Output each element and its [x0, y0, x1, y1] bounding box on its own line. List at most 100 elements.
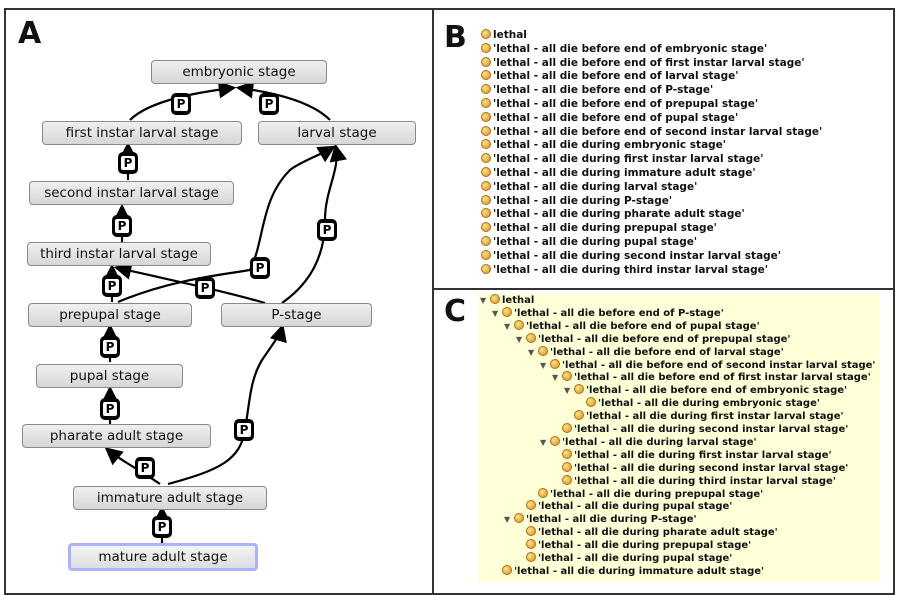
p-edge-badge: P: [135, 457, 155, 479]
panel-label-a: A: [18, 16, 42, 51]
tree-node-label: 'lethal - all die during second instar l…: [574, 424, 849, 435]
class-list-item[interactable]: 'lethal - all die before end of P-stage': [481, 83, 713, 97]
class-list-item[interactable]: 'lethal - all die during embryonic stage…: [481, 138, 726, 152]
tree-node-label: lethal: [502, 295, 535, 306]
tree-node[interactable]: 'lethal - all die during pharate adult s…: [516, 526, 778, 540]
class-list-item[interactable]: 'lethal - all die before end of embryoni…: [481, 42, 767, 56]
class-icon: [502, 564, 512, 575]
class-icon: [481, 167, 491, 177]
tree-node[interactable]: ▼'lethal - all die before end of first i…: [552, 371, 871, 385]
p-edge-badge: P: [152, 516, 172, 538]
class-list-item[interactable]: 'lethal - all die during first instar la…: [481, 152, 763, 166]
class-list-item[interactable]: 'lethal - all die before end of prepupal…: [481, 97, 758, 111]
expand-toggle-icon[interactable]: ▼: [480, 296, 487, 305]
expand-toggle-icon[interactable]: ▼: [504, 321, 511, 331]
tree-node[interactable]: 'lethal - all die during first instar la…: [552, 448, 832, 463]
class-list-item[interactable]: 'lethal - all die during pupal stage': [481, 235, 697, 249]
node-prepupal-stage[interactable]: prepupal stage: [28, 303, 192, 327]
class-icon: [481, 194, 491, 205]
tree-node[interactable]: ▼'lethal - all die before end of second …: [540, 358, 876, 373]
tree-node-label: 'lethal - all die during pharate adult s…: [538, 527, 778, 539]
p-edge-badge: P: [250, 257, 270, 279]
class-list-item[interactable]: 'lethal - all die during pharate adult s…: [481, 207, 745, 221]
tree-node[interactable]: 'lethal - all die during prepupal stage': [528, 487, 763, 502]
class-label: 'lethal - all die during larval stage': [493, 180, 698, 193]
tree-node[interactable]: ▼'lethal - all die before end of pupal s…: [504, 319, 760, 334]
class-label: 'lethal - all die during immature adult …: [493, 167, 756, 179]
class-icon: [481, 56, 491, 67]
class-icon: [550, 435, 560, 446]
tree-node[interactable]: ▼'lethal - all die during P-stage': [504, 513, 697, 527]
class-label: 'lethal - all die during second instar l…: [493, 249, 782, 262]
expand-toggle-icon[interactable]: ▼: [540, 437, 547, 447]
expand-toggle-icon[interactable]: ▼: [516, 334, 523, 344]
node-third-instar-larval-stage[interactable]: third instar larval stage: [27, 242, 211, 266]
tree-node[interactable]: 'lethal - all die during prepupal stage': [516, 539, 751, 553]
class-list-item[interactable]: 'lethal - all die during prepupal stage': [481, 221, 717, 235]
tree-node[interactable]: 'lethal - all die during pupal stage': [516, 500, 732, 514]
class-icon: [562, 423, 572, 433]
tree-node-label: 'lethal - all die before end of P-stage': [514, 307, 724, 319]
node-immature-adult-stage[interactable]: immature adult stage: [73, 486, 267, 510]
p-edge-badge: P: [112, 215, 132, 237]
tree-node[interactable]: 'lethal - all die during first instar la…: [564, 410, 844, 424]
tree-node-label: 'lethal - all die during pupal stage': [538, 501, 733, 513]
tree-node[interactable]: 'lethal - all die during immature adult …: [492, 564, 765, 579]
expand-toggle-icon[interactable]: ▼: [492, 308, 499, 318]
node-second-instar-larval-stage[interactable]: second instar larval stage: [29, 181, 234, 205]
class-icon: [490, 294, 500, 304]
p-edge-badge: P: [195, 277, 215, 299]
node-first-instar-larval-stage[interactable]: first instar larval stage: [42, 121, 242, 145]
class-label: 'lethal - all die during third instar la…: [493, 263, 768, 276]
node-larval-stage[interactable]: larval stage: [258, 121, 416, 145]
tree-node[interactable]: 'lethal - all die during pupal stage': [516, 552, 732, 566]
class-list-item[interactable]: 'lethal - all die during third instar la…: [481, 263, 768, 277]
node-pharate-adult-stage[interactable]: pharate adult stage: [22, 424, 211, 448]
class-icon: [481, 111, 491, 122]
class-label: 'lethal - all die before end of P-stage': [493, 84, 714, 97]
node-embryonic-stage[interactable]: embryonic stage: [151, 60, 327, 84]
node-mature-adult-stage[interactable]: mature adult stage: [68, 543, 258, 571]
class-icon: [574, 410, 584, 421]
tree-node[interactable]: ▼'lethal - all die before end of embryon…: [564, 384, 847, 398]
class-icon: [481, 70, 491, 81]
tree-node[interactable]: ▼ lethal: [480, 294, 534, 308]
p-edge-badge: P: [100, 336, 120, 358]
tree-node[interactable]: 'lethal - all die during third instar la…: [552, 474, 836, 489]
tree-node-label: 'lethal - all die during pupal stage': [538, 553, 733, 564]
tree-node-label: 'lethal - all die during embryonic stage…: [598, 398, 820, 410]
tree-node[interactable]: ▼ 'lethal - all die before end of P-stage…: [492, 306, 724, 321]
tree-node-label: 'lethal - all die during immature adult …: [514, 565, 765, 577]
p-edge-badge: P: [102, 275, 122, 297]
class-list-item[interactable]: 'lethal - all die before end of first in…: [481, 56, 805, 70]
expand-toggle-icon[interactable]: ▼: [540, 360, 547, 370]
class-icon: [481, 222, 491, 233]
tree-node[interactable]: 'lethal - all die during embryonic stage…: [576, 397, 820, 411]
expand-toggle-icon[interactable]: ▼: [552, 373, 559, 383]
tree-node[interactable]: ▼'lethal - all die before end of prepupa…: [516, 332, 790, 347]
tree-node[interactable]: 'lethal - all die during second instar l…: [552, 423, 848, 437]
tree-node[interactable]: ▼'lethal - all die during larval stage': [540, 435, 757, 450]
node-p-stage[interactable]: P-stage: [221, 303, 372, 327]
expand-toggle-icon[interactable]: ▼: [528, 347, 535, 357]
expand-toggle-icon[interactable]: ▼: [504, 515, 511, 525]
class-icon: [481, 208, 491, 219]
class-list-item[interactable]: lethal: [481, 28, 527, 42]
class-tree-background: [478, 294, 880, 582]
class-list-item[interactable]: 'lethal - all die during second instar l…: [481, 249, 781, 263]
class-list-item[interactable]: 'lethal - all die before end of second i…: [481, 125, 822, 139]
class-list-item[interactable]: 'lethal - all die during P-stage': [481, 194, 672, 208]
class-list-item[interactable]: 'lethal - all die before end of pupal st…: [481, 111, 738, 125]
tree-node[interactable]: ▼'lethal - all die before end of larval …: [528, 345, 784, 360]
node-pupal-stage[interactable]: pupal stage: [36, 364, 183, 388]
class-label: 'lethal - all die before end of first in…: [493, 56, 805, 69]
tree-node-label: 'lethal - all die during second instar l…: [574, 462, 849, 474]
class-list-item[interactable]: 'lethal - all die before end of larval s…: [481, 69, 738, 83]
class-icon: [526, 552, 536, 562]
p-edge-badge: P: [100, 398, 120, 420]
class-list-item[interactable]: 'lethal - all die during larval stage': [481, 180, 697, 194]
tree-node[interactable]: 'lethal - all die during second instar l…: [552, 461, 849, 476]
expand-toggle-icon[interactable]: ▼: [564, 386, 571, 396]
p-edge-badge: P: [118, 152, 138, 174]
class-list-item[interactable]: 'lethal - all die during immature adult …: [481, 166, 756, 180]
